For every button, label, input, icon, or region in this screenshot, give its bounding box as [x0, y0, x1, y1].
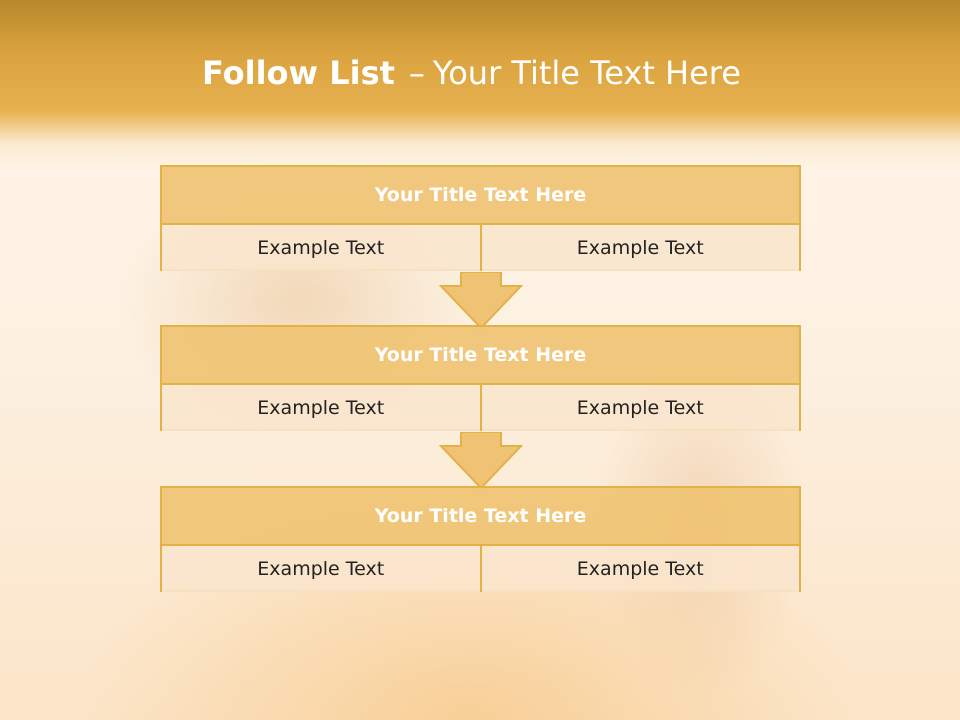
title-separator: –: [408, 54, 425, 92]
down-arrow-icon: [439, 432, 523, 490]
step-left-text: Example Text: [257, 558, 385, 580]
step-left-text: Example Text: [257, 237, 385, 259]
step-title: Your Title Text Here: [162, 167, 799, 225]
title-bold: Follow List: [202, 54, 395, 92]
step-right-text: Example Text: [479, 546, 800, 592]
step-row: Example Text Example Text: [162, 385, 799, 431]
step-right-text: Example Text: [479, 225, 800, 271]
step-row: Example Text Example Text: [162, 546, 799, 592]
step-row: Example Text Example Text: [162, 225, 799, 271]
step-box-2: Your Title Text Here Example Text Exampl…: [160, 325, 801, 431]
header-band: [0, 0, 960, 170]
slide-title: Follow List–Your Title Text Here: [0, 54, 943, 92]
step-title: Your Title Text Here: [162, 327, 799, 385]
title-rest: Your Title Text Here: [432, 54, 741, 92]
step-title: Your Title Text Here: [162, 488, 799, 546]
down-arrow-icon: [439, 272, 523, 330]
step-box-1: Your Title Text Here Example Text Exampl…: [160, 165, 801, 271]
step-box-3: Your Title Text Here Example Text Exampl…: [160, 486, 801, 592]
step-right-text: Example Text: [479, 385, 800, 431]
step-left-text: Example Text: [257, 397, 385, 419]
